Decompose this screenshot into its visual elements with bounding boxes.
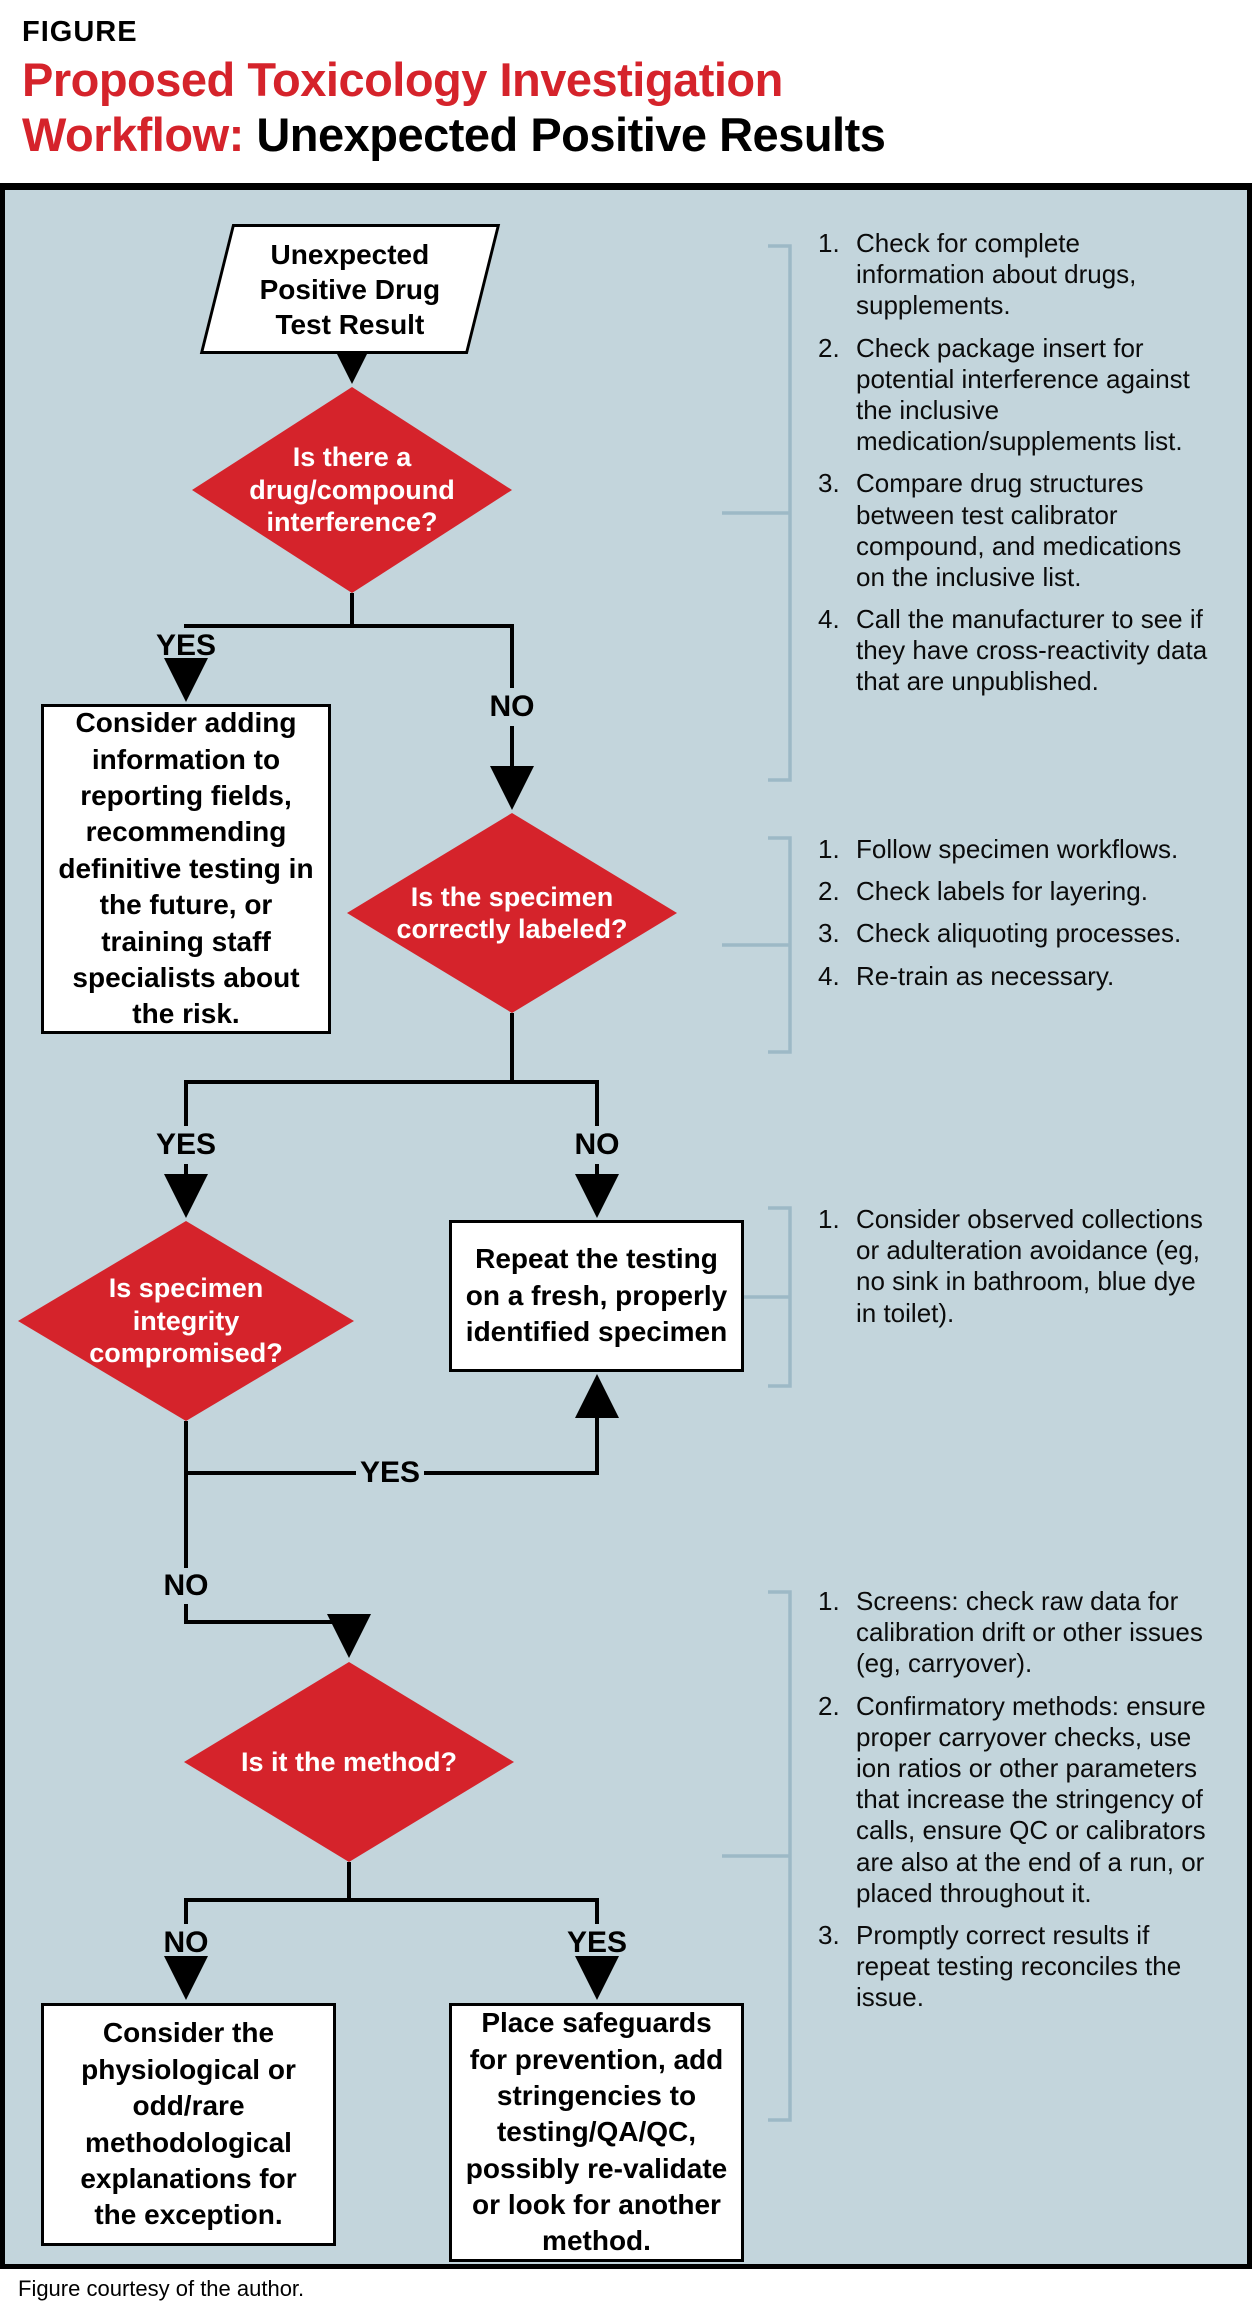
list-item-text: Compare drug structures between test cal… bbox=[856, 468, 1182, 592]
list-item-number: 3. bbox=[818, 918, 840, 949]
list-item: 2. Confirmatory methods: ensure proper c… bbox=[818, 1691, 1208, 1909]
branch-label-yes-3: YES bbox=[359, 1456, 421, 1489]
list-item: 4. Re-train as necessary. bbox=[818, 961, 1208, 992]
title-line2-black: Unexpected Positive Results bbox=[243, 107, 886, 161]
list-item-text: Consider observed collections or adulter… bbox=[856, 1204, 1203, 1328]
list-item-text: Call the manufacturer to see if they hav… bbox=[856, 604, 1208, 697]
decision-labeled-label: Is the specimen correctly labeled? bbox=[396, 881, 628, 944]
list-item-number: 2. bbox=[818, 876, 840, 907]
list-item-number: 1. bbox=[818, 1204, 840, 1234]
list-item: 2. Check package insert for potential in… bbox=[818, 333, 1208, 458]
list-item: 3. Promptly correct results if repeat te… bbox=[818, 1920, 1208, 2014]
flow-connectors bbox=[164, 340, 619, 2000]
figure-kicker: FIGURE bbox=[22, 16, 138, 48]
notes-labeling: 1. Follow specimen workflows. 2. Check l… bbox=[818, 834, 1208, 1003]
notes-method: 1. Screens: check raw data for calibrati… bbox=[818, 1586, 1208, 2024]
box-reporting-label: Consider adding information to reporting… bbox=[58, 707, 314, 1030]
list-item-text: Re-train as necessary. bbox=[856, 960, 1115, 991]
notes-integrity: 1. Consider observed collections or adul… bbox=[818, 1204, 1208, 1340]
list-item-text: Promptly correct results if repeat testi… bbox=[856, 1919, 1182, 2013]
list-item-number: 2. bbox=[818, 332, 840, 363]
list-item-number: 1. bbox=[818, 1586, 840, 1616]
figure-credit: Figure courtesy of the author. bbox=[18, 2275, 305, 2301]
node-start: Unexpected Positive Drug Test Result bbox=[199, 224, 501, 354]
list-item-number: 3. bbox=[818, 468, 840, 499]
branch-label-no-1: NO bbox=[489, 690, 535, 723]
box-reporting: Consider adding information to reporting… bbox=[41, 704, 331, 1034]
list-item-text: Check for complete information about dru… bbox=[856, 228, 1137, 321]
figure-footer: Figure courtesy of the author. bbox=[0, 2264, 1252, 2308]
notes-interference: 1. Check for complete information about … bbox=[818, 228, 1208, 709]
list-item: 2. Check labels for layering. bbox=[818, 876, 1208, 907]
branch-label-no-3: NO bbox=[163, 1569, 209, 1602]
bracket-method-notes bbox=[722, 1590, 792, 2122]
bracket-labeling-notes bbox=[722, 836, 792, 1054]
list-item-number: 1. bbox=[818, 834, 840, 864]
list-item: 1. Check for complete information about … bbox=[818, 228, 1208, 322]
figure-header: FIGURE Proposed Toxicology Investigation… bbox=[0, 0, 1252, 190]
list-item-number: 2. bbox=[818, 1690, 840, 1721]
box-safeguards-label: Place safeguards for prevention, add str… bbox=[465, 2007, 728, 2257]
list-item-number: 4. bbox=[818, 960, 840, 991]
decision-integrity-label: Is specimen integrity compromised? bbox=[89, 1273, 283, 1369]
title-line1: Proposed Toxicology Investigation bbox=[22, 53, 783, 106]
decision-method-label: Is it the method? bbox=[241, 1746, 457, 1777]
list-item-text: Follow specimen workflows. bbox=[856, 834, 1179, 864]
list-item: 4. Call the manufacturer to see if they … bbox=[818, 604, 1208, 698]
box-repeat-testing-label: Repeat the testing on a fresh, properly … bbox=[465, 1243, 728, 1348]
list-item-text: Confirmatory methods: ensure proper carr… bbox=[856, 1690, 1206, 1908]
box-repeat-testing: Repeat the testing on a fresh, properly … bbox=[449, 1220, 744, 1372]
box-explanations: Consider the physiological or odd/rare m… bbox=[41, 2003, 336, 2246]
branch-label-no-2: NO bbox=[574, 1128, 620, 1161]
list-item-text: Check package insert for potential inter… bbox=[856, 332, 1190, 457]
list-item: 3. Check aliquoting processes. bbox=[818, 918, 1208, 949]
node-start-label: Unexpected Positive Drug Test Result bbox=[259, 238, 441, 340]
list-item-number: 1. bbox=[818, 228, 840, 258]
list-item: 1. Follow specimen workflows. bbox=[818, 834, 1208, 865]
list-item-text: Check labels for layering. bbox=[856, 876, 1148, 907]
branch-label-yes-1: YES bbox=[155, 629, 217, 662]
list-item-text: Check aliquoting processes. bbox=[856, 918, 1182, 949]
branch-label-yes-4: YES bbox=[566, 1926, 628, 1959]
box-safeguards: Place safeguards for prevention, add str… bbox=[449, 2003, 744, 2262]
title-line2-red: Workflow: bbox=[22, 107, 244, 161]
list-item: 1. Screens: check raw data for calibrati… bbox=[818, 1586, 1208, 1680]
box-explanations-label: Consider the physiological or odd/rare m… bbox=[80, 2017, 297, 2231]
list-item: 1. Consider observed collections or adul… bbox=[818, 1204, 1208, 1329]
figure-title: Proposed Toxicology Investigation Workfl… bbox=[22, 53, 1230, 163]
list-item-number: 3. bbox=[818, 1919, 840, 1950]
branch-label-yes-2: YES bbox=[155, 1128, 217, 1161]
decision-interference-label: Is there a drug/compound interference? bbox=[249, 442, 455, 538]
list-item: 3. Compare drug structures between test … bbox=[818, 468, 1208, 593]
bracket-interference-notes bbox=[722, 244, 792, 782]
list-item-number: 4. bbox=[818, 604, 840, 635]
list-item-text: Screens: check raw data for calibration … bbox=[856, 1586, 1203, 1679]
branch-label-no-4: NO bbox=[163, 1926, 209, 1959]
